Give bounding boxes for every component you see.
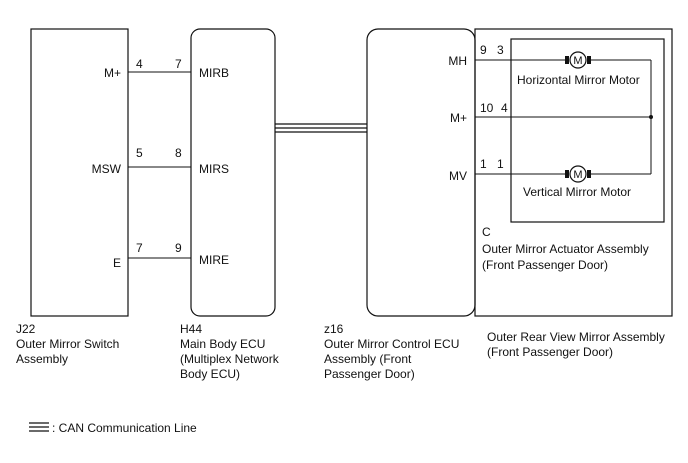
rear-view-mirror-box xyxy=(474,28,673,317)
motor-symbol: M xyxy=(573,169,582,181)
junction-dot xyxy=(649,115,653,119)
wire-pin-label: 5 xyxy=(136,146,143,160)
actuator-code: C xyxy=(482,225,491,239)
can-legend-icon xyxy=(29,422,49,432)
switch-name-line2: Assembly xyxy=(16,352,68,366)
switch-pin-m-plus: M+ xyxy=(104,66,121,80)
control-ecu-name-line2: Assembly (Front xyxy=(324,352,412,366)
switch-pin-e: E xyxy=(113,256,121,270)
horizontal-motor-label: Horizontal Mirror Motor xyxy=(517,73,640,87)
actuator-name-line1: Outer Mirror Actuator Assembly xyxy=(482,242,649,256)
rear-view-name-line2: (Front Passenger Door) xyxy=(487,345,613,359)
control-ecu-pin-mv: MV xyxy=(449,169,467,183)
main-body-ecu-box xyxy=(190,28,276,317)
rear-view-name-line1: Outer Rear View Mirror Assembly xyxy=(487,330,665,344)
wire-pin-label: 10 xyxy=(480,101,494,115)
wire-pin-label: 7 xyxy=(136,241,143,255)
wire-pin-label: 1 xyxy=(480,157,487,171)
main-ecu-name-line3: Body ECU) xyxy=(180,367,240,381)
control-ecu-pin-m-plus: M+ xyxy=(450,111,467,125)
wire-pin-label: 3 xyxy=(497,43,504,57)
wire-pin-label: 9 xyxy=(175,241,182,255)
vertical-motor-label: Vertical Mirror Motor xyxy=(523,185,631,199)
ecu-pin-mirb: MIRB xyxy=(199,66,229,80)
actuator-box xyxy=(510,38,665,223)
wire-pin-label: 4 xyxy=(136,57,143,71)
horizontal-motor-icon: M xyxy=(565,51,591,69)
control-ecu-name-line3: Passenger Door) xyxy=(324,367,415,381)
can-bus-line xyxy=(275,123,367,133)
motor-symbol: M xyxy=(573,55,582,67)
wire-pin-label: 9 xyxy=(480,43,487,57)
actuator-name-line2: (Front Passenger Door) xyxy=(482,258,608,272)
main-ecu-name-line2: (Multiplex Network xyxy=(180,352,280,366)
wire-pin-label: 7 xyxy=(175,57,182,71)
switch-pin-msw: MSW xyxy=(92,162,122,176)
main-ecu-name-line1: Main Body ECU xyxy=(180,337,265,351)
switch-name-line1: Outer Mirror Switch xyxy=(16,337,119,351)
wire-pin-label: 8 xyxy=(175,146,182,160)
ecu-pin-mirs: MIRS xyxy=(199,162,229,176)
can-legend-label: : CAN Communication Line xyxy=(52,421,197,435)
ecu-pin-mire: MIRE xyxy=(199,253,229,267)
wire-pin-label: 4 xyxy=(501,101,508,115)
switch-code: J22 xyxy=(16,322,36,336)
control-ecu-pin-mh: MH xyxy=(448,54,467,68)
main-ecu-code: H44 xyxy=(180,322,202,336)
vertical-motor-icon: M xyxy=(565,165,591,183)
wire-pin-label: 1 xyxy=(497,157,504,171)
control-ecu-code: z16 xyxy=(324,322,344,336)
switch-box xyxy=(30,28,129,317)
control-ecu-name-line1: Outer Mirror Control ECU xyxy=(324,337,459,351)
